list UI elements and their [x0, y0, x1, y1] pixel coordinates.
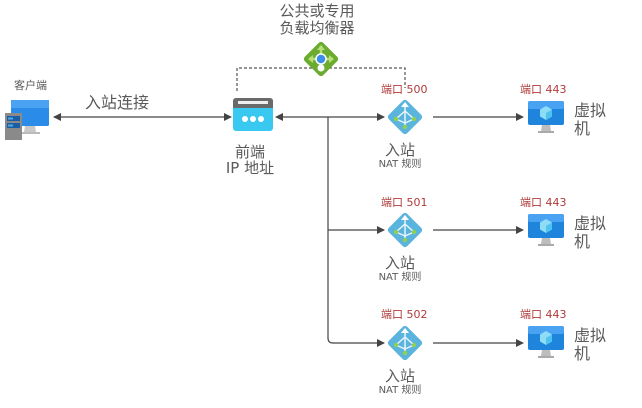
nat-rule-port-label: 端口 502: [381, 308, 428, 321]
vm-label-line1: 虚拟: [574, 214, 607, 233]
nat-rule-icon[interactable]: [387, 99, 423, 135]
inbound-connection-label: 入站连接: [85, 93, 150, 112]
client-label: 客户端: [14, 79, 47, 92]
virtual-machine-icon[interactable]: [528, 101, 564, 134]
client-computer-icon[interactable]: [5, 98, 51, 140]
nat-rule-icon[interactable]: [387, 325, 423, 361]
vm-label-line1: 虚拟: [574, 326, 607, 345]
virtual-machine-icon[interactable]: [528, 326, 564, 359]
nat-rule-icon[interactable]: [387, 212, 423, 248]
nat-rule-label-line1: 入站: [384, 254, 415, 272]
trunk-vertical-line: [327, 117, 334, 344]
vm-port-label: 端口 443: [520, 83, 567, 96]
load-balancer-title-line1: 公共或专用: [279, 2, 355, 20]
nat-rule-label-line2: NAT 规则: [378, 272, 422, 283]
vm-port-label: 端口 443: [520, 308, 567, 321]
vm-label-line2: 机: [574, 119, 591, 138]
nat-rule-port-label: 端口 500: [381, 83, 428, 96]
load-balancer-icon[interactable]: [302, 40, 340, 78]
nat-rule-label-line2: NAT 规则: [378, 159, 422, 170]
frontend-ip-label-line2: IP 地址: [225, 159, 275, 177]
vm-label-line2: 机: [574, 344, 591, 363]
virtual-machine-icon[interactable]: [528, 214, 564, 247]
frontend-ip-icon[interactable]: [233, 98, 273, 131]
frontend-ip-label-line1: 前端: [234, 143, 265, 161]
nat-rule-label-line2: NAT 规则: [378, 385, 422, 396]
vm-port-label: 端口 443: [520, 196, 567, 209]
vm-label-line1: 虚拟: [574, 101, 607, 120]
nat-rule-label-line1: 入站: [384, 367, 415, 385]
nat-rule-label-line1: 入站: [384, 141, 415, 159]
vm-label-line2: 机: [574, 232, 591, 251]
load-balancer-title-line2: 负载均衡器: [279, 19, 355, 37]
nat-rule-port-label: 端口 501: [381, 196, 428, 209]
